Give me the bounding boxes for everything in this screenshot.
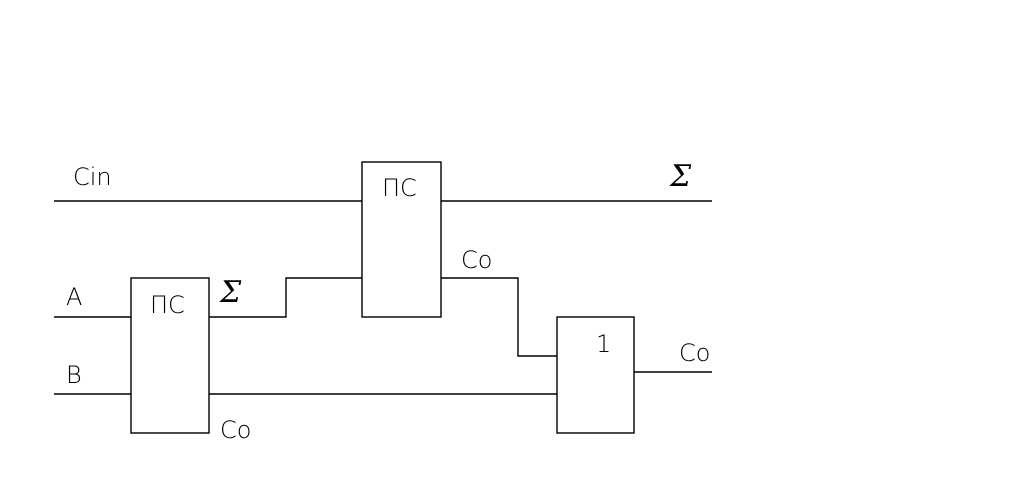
half-adder-1-block <box>130 277 210 434</box>
wire-ha2-carry <box>441 277 557 357</box>
or-gate-title: 1 <box>596 330 611 358</box>
ha2-carry-label: Co <box>461 246 492 274</box>
ha1-title: ПС <box>150 291 185 319</box>
label-b: B <box>66 361 82 389</box>
or-gate-block <box>556 316 635 434</box>
wire-ha1-sum <box>209 277 362 318</box>
ha1-carry-label: Co <box>220 416 251 444</box>
label-a: A <box>66 283 82 311</box>
label-cin: Cin <box>73 163 112 191</box>
output-carry-label: Co <box>679 339 710 367</box>
output-sum-label: Σ <box>669 159 692 194</box>
half-adder-2-block <box>361 161 442 318</box>
ha1-sum-label: Σ <box>219 275 242 310</box>
ha2-title: ПС <box>382 174 417 202</box>
